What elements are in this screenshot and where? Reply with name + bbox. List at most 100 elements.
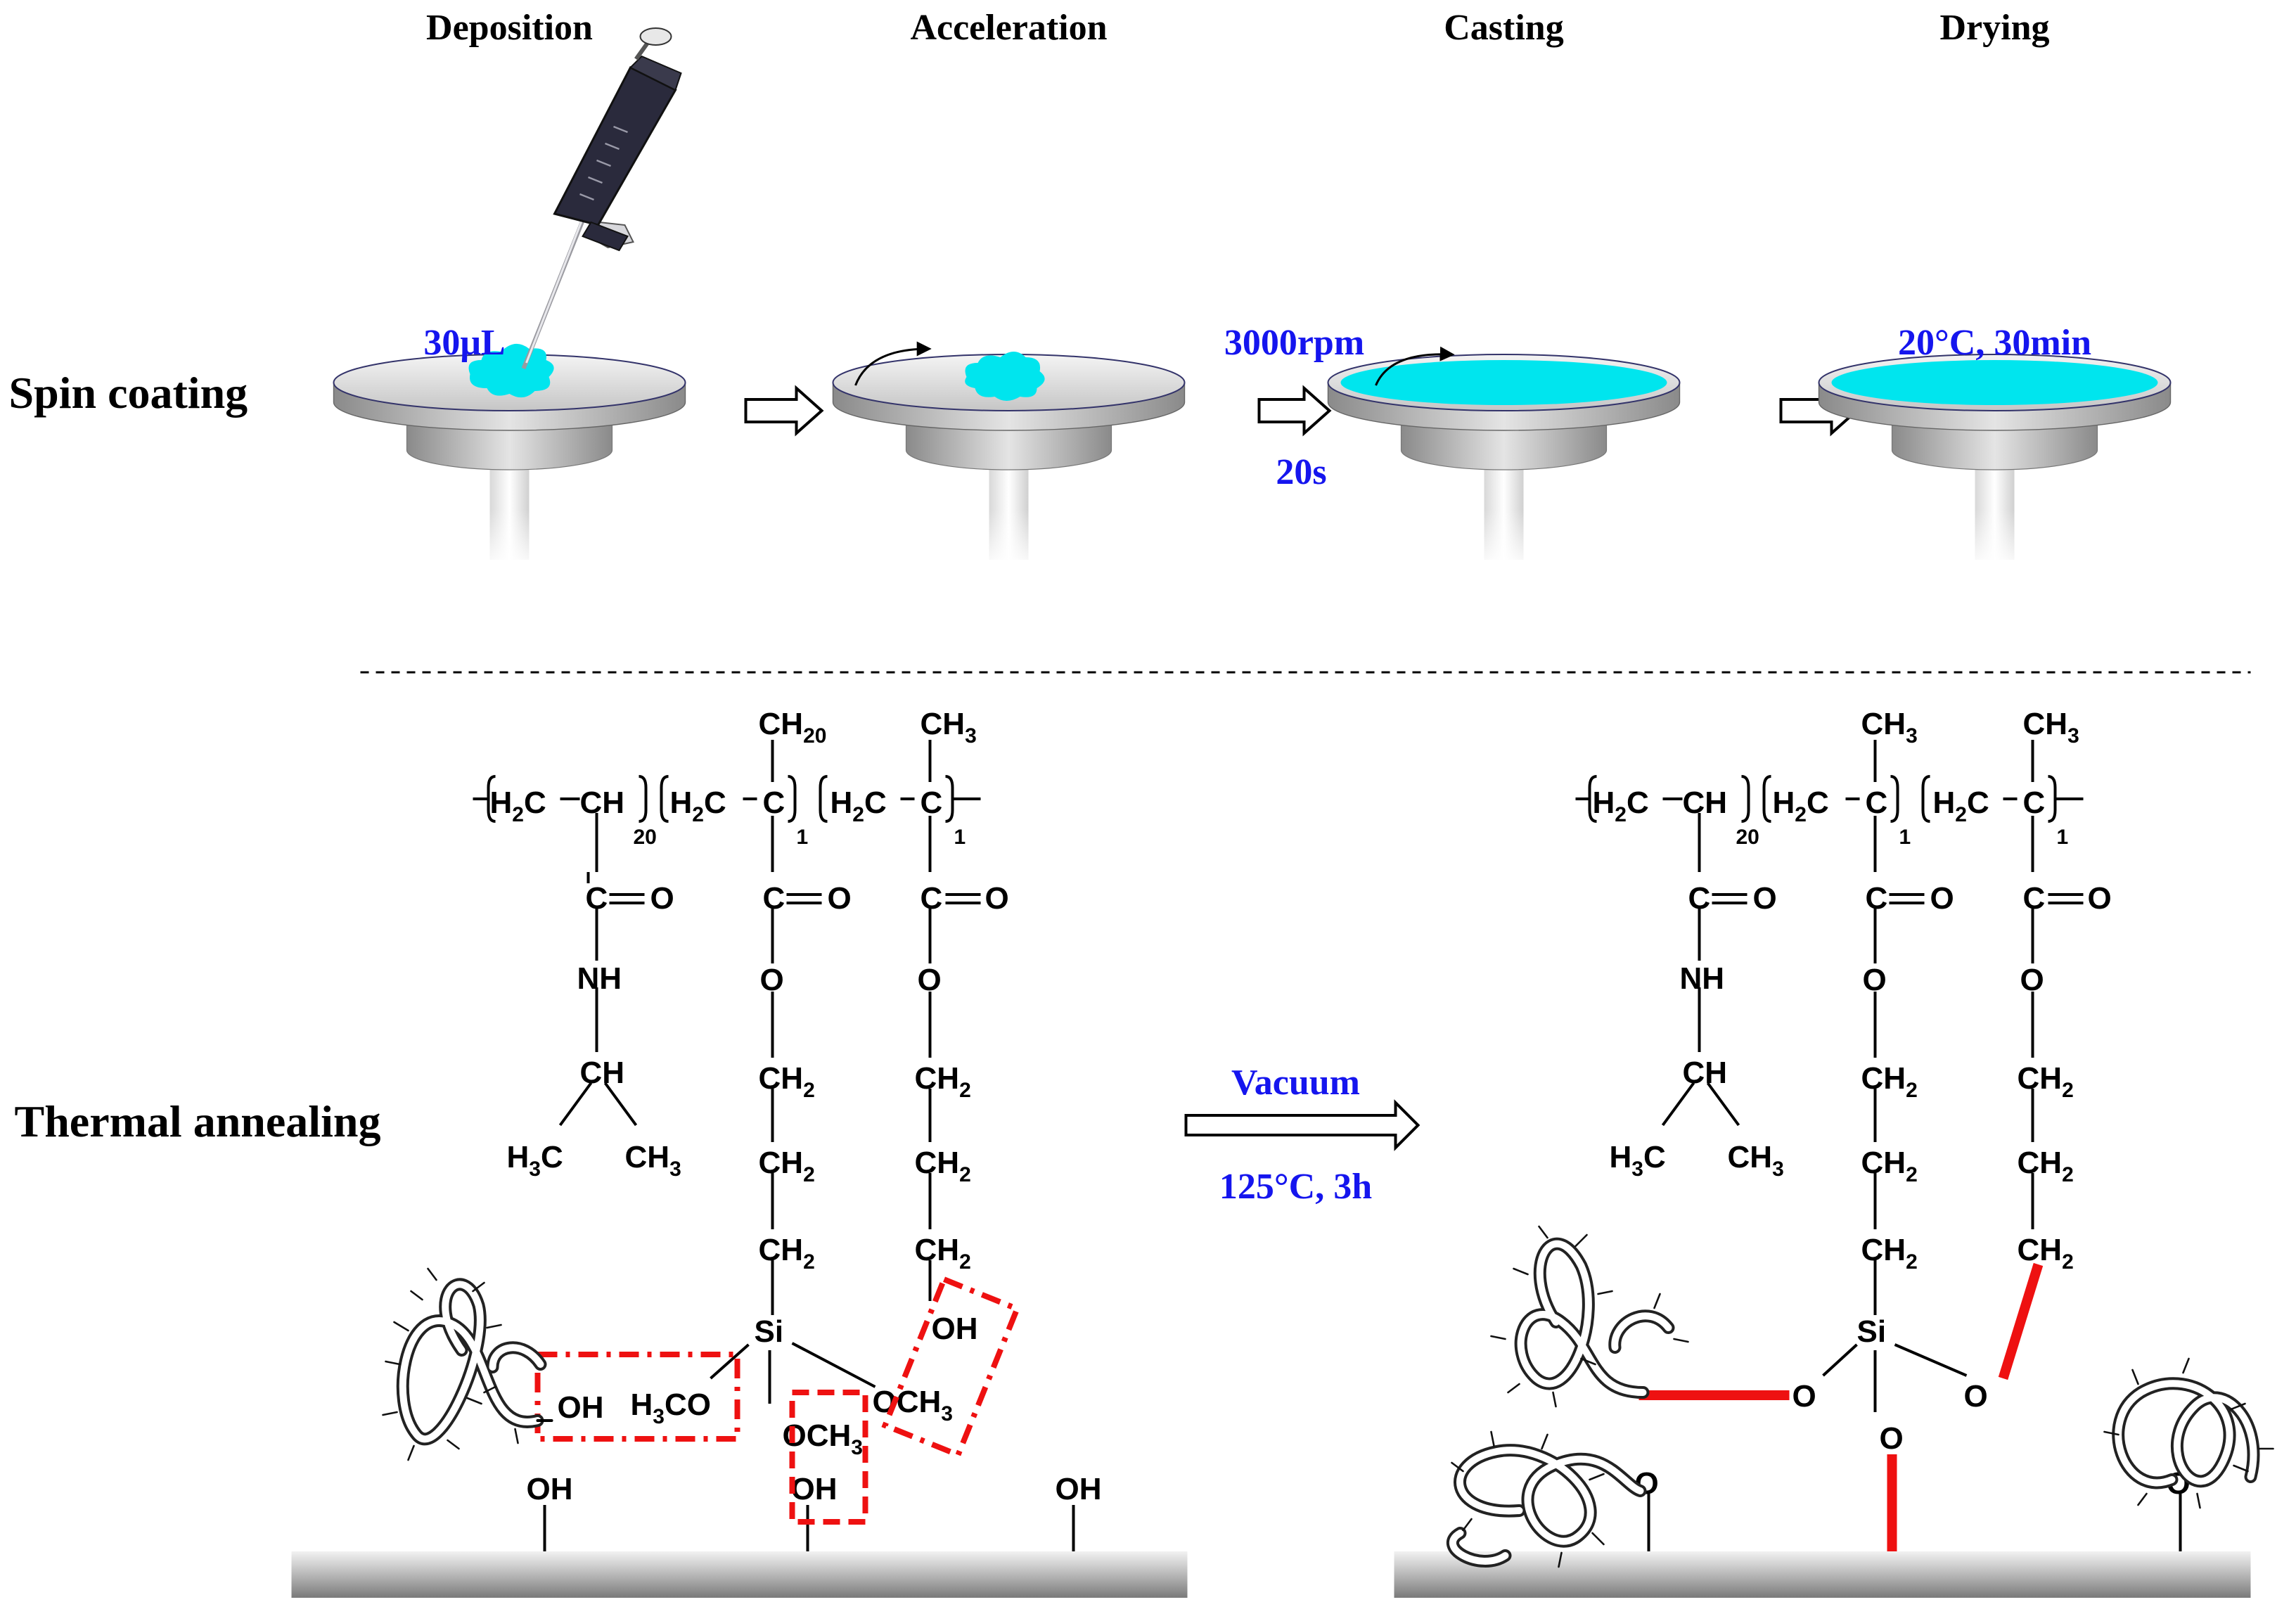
- film: [1340, 360, 1667, 405]
- annealing-arrow: [1184, 1099, 1420, 1151]
- polymer-structure-before: [473, 740, 1075, 1551]
- volume-label: 30μL: [423, 323, 505, 363]
- covalent-bonds: [1638, 1262, 2044, 1551]
- o-label: O: [1863, 963, 1887, 997]
- spinner-casting: [1327, 354, 1681, 560]
- process-arrow-1: [744, 385, 824, 437]
- ch2-label: CH2: [1861, 1233, 1918, 1274]
- step-deposition-label: Deposition: [426, 8, 593, 48]
- o-label: O: [650, 881, 674, 916]
- c-label: C: [921, 786, 943, 820]
- o-label: O: [918, 963, 942, 997]
- pipette-icon: [521, 27, 682, 370]
- c-label: C: [1688, 881, 1711, 916]
- c-label: C: [921, 881, 943, 916]
- fiber-icon: [382, 1267, 553, 1461]
- h2c-label: H2C: [490, 786, 546, 826]
- c-label: C: [763, 881, 785, 916]
- oh-label: OH: [527, 1472, 573, 1506]
- ch3-label: CH3: [625, 1140, 681, 1181]
- time-label: 20s: [1276, 452, 1326, 492]
- c-label: C: [1866, 786, 1888, 820]
- step-drying-label: Drying: [1940, 8, 2050, 48]
- vacuum-label: Vacuum: [1231, 1063, 1360, 1103]
- ch2-label: CH2: [759, 1146, 815, 1186]
- ch3-label: CH3: [1861, 707, 1918, 748]
- c-label: C: [2023, 881, 2046, 916]
- highlight-box: [789, 1390, 868, 1525]
- o-label: O: [1753, 881, 1777, 916]
- step-acceleration-label: Acceleration: [910, 8, 1107, 48]
- spinner-drying: [1818, 354, 2172, 560]
- spin-coating-row-label: Spin coating: [9, 368, 248, 418]
- si-label: Si: [1857, 1314, 1887, 1349]
- speed-label: 3000rpm: [1224, 323, 1364, 363]
- subscript-1: 1: [954, 826, 966, 849]
- thermal-annealing-row-label: Thermal annealing: [15, 1096, 381, 1146]
- ch2-label: CH2: [2018, 1233, 2074, 1274]
- ch2-label: CH2: [759, 1233, 815, 1274]
- oh-label: OH: [1056, 1472, 1102, 1506]
- h3c-label: H3C: [1610, 1140, 1666, 1181]
- step-labels: Deposition Acceleration Casting Drying: [426, 8, 2049, 48]
- ch2-label: CH2: [915, 1061, 971, 1102]
- fiber-icon: [1447, 1430, 1647, 1568]
- polymer-labels-after: CH3 CH3 H2C CH 20 H2C C 1 H2C C 1 C O C …: [1593, 707, 2191, 1501]
- polymer-structure-after: [1575, 740, 2182, 1551]
- ch-label: CH: [580, 786, 625, 820]
- h2c-label: H2C: [830, 786, 887, 826]
- rotation-arrow-icon: [1375, 346, 1455, 386]
- bond-ch2-o: [1998, 1262, 2044, 1380]
- subscript-20: 20: [1736, 826, 1759, 849]
- h3c-label: H3C: [507, 1140, 563, 1181]
- o-label: O: [1792, 1379, 1816, 1414]
- ch-label: CH: [580, 1056, 625, 1090]
- reaction-highlight-boxes: [534, 1275, 1021, 1525]
- h2c-label: H2C: [670, 786, 726, 826]
- substrate-right: [1394, 1551, 2251, 1598]
- och3-label: OCH3: [873, 1385, 953, 1425]
- ch2-label: CH2: [1861, 1146, 1918, 1186]
- process-arrow-2: [1257, 385, 1332, 437]
- subscript-20: 20: [634, 826, 657, 849]
- oh-label: OH: [791, 1472, 838, 1506]
- ch3-label: CH3: [1728, 1140, 1784, 1181]
- spinner-deposition: [333, 343, 686, 560]
- droplet: [965, 352, 1045, 401]
- c-label: C: [763, 786, 785, 820]
- ch3-label: CH20: [759, 707, 827, 748]
- ch2-label: CH2: [915, 1146, 971, 1186]
- ch2-label: CH2: [1861, 1061, 1918, 1102]
- h2c-label: H2C: [1773, 786, 1829, 826]
- step-casting-label: Casting: [1444, 8, 1563, 48]
- film: [1831, 360, 2158, 405]
- polymer-labels-before: CH20 H2C CH 20 H2C C 1 H2C C 1 CH3 C O C…: [490, 707, 1102, 1506]
- c-label: C: [586, 881, 608, 916]
- h2c-label: H2C: [1933, 786, 1989, 826]
- annealing-condition-label: 125°C, 3h: [1219, 1167, 1372, 1207]
- ch2-label: CH2: [915, 1233, 971, 1274]
- c-label: C: [1866, 881, 1888, 916]
- nh-label: NH: [1680, 961, 1725, 996]
- o-label: O: [828, 881, 852, 916]
- subscript-1: 1: [2057, 826, 2069, 849]
- ch-label: CH: [1683, 786, 1728, 820]
- h3co-label: H3CO: [631, 1388, 711, 1428]
- highlight-box: [881, 1275, 1021, 1459]
- rotation-arrow-icon: [854, 341, 932, 386]
- oh-label: OH: [558, 1390, 604, 1425]
- o-label: O: [985, 881, 1009, 916]
- fiber-icon: [2103, 1357, 2274, 1509]
- subscript-1: 1: [797, 826, 809, 849]
- o-label: O: [760, 963, 784, 997]
- o-label: O: [1930, 881, 1954, 916]
- si-label: Si: [755, 1314, 784, 1349]
- o-label: O: [1880, 1421, 1904, 1456]
- oh-label: OH: [932, 1312, 978, 1346]
- subscript-1: 1: [1899, 826, 1911, 849]
- ch2-label: CH2: [2018, 1061, 2074, 1102]
- drying-label: 20°C, 30min: [1898, 323, 2091, 363]
- substrate-left: [291, 1551, 1188, 1598]
- o-label: O: [2020, 963, 2044, 997]
